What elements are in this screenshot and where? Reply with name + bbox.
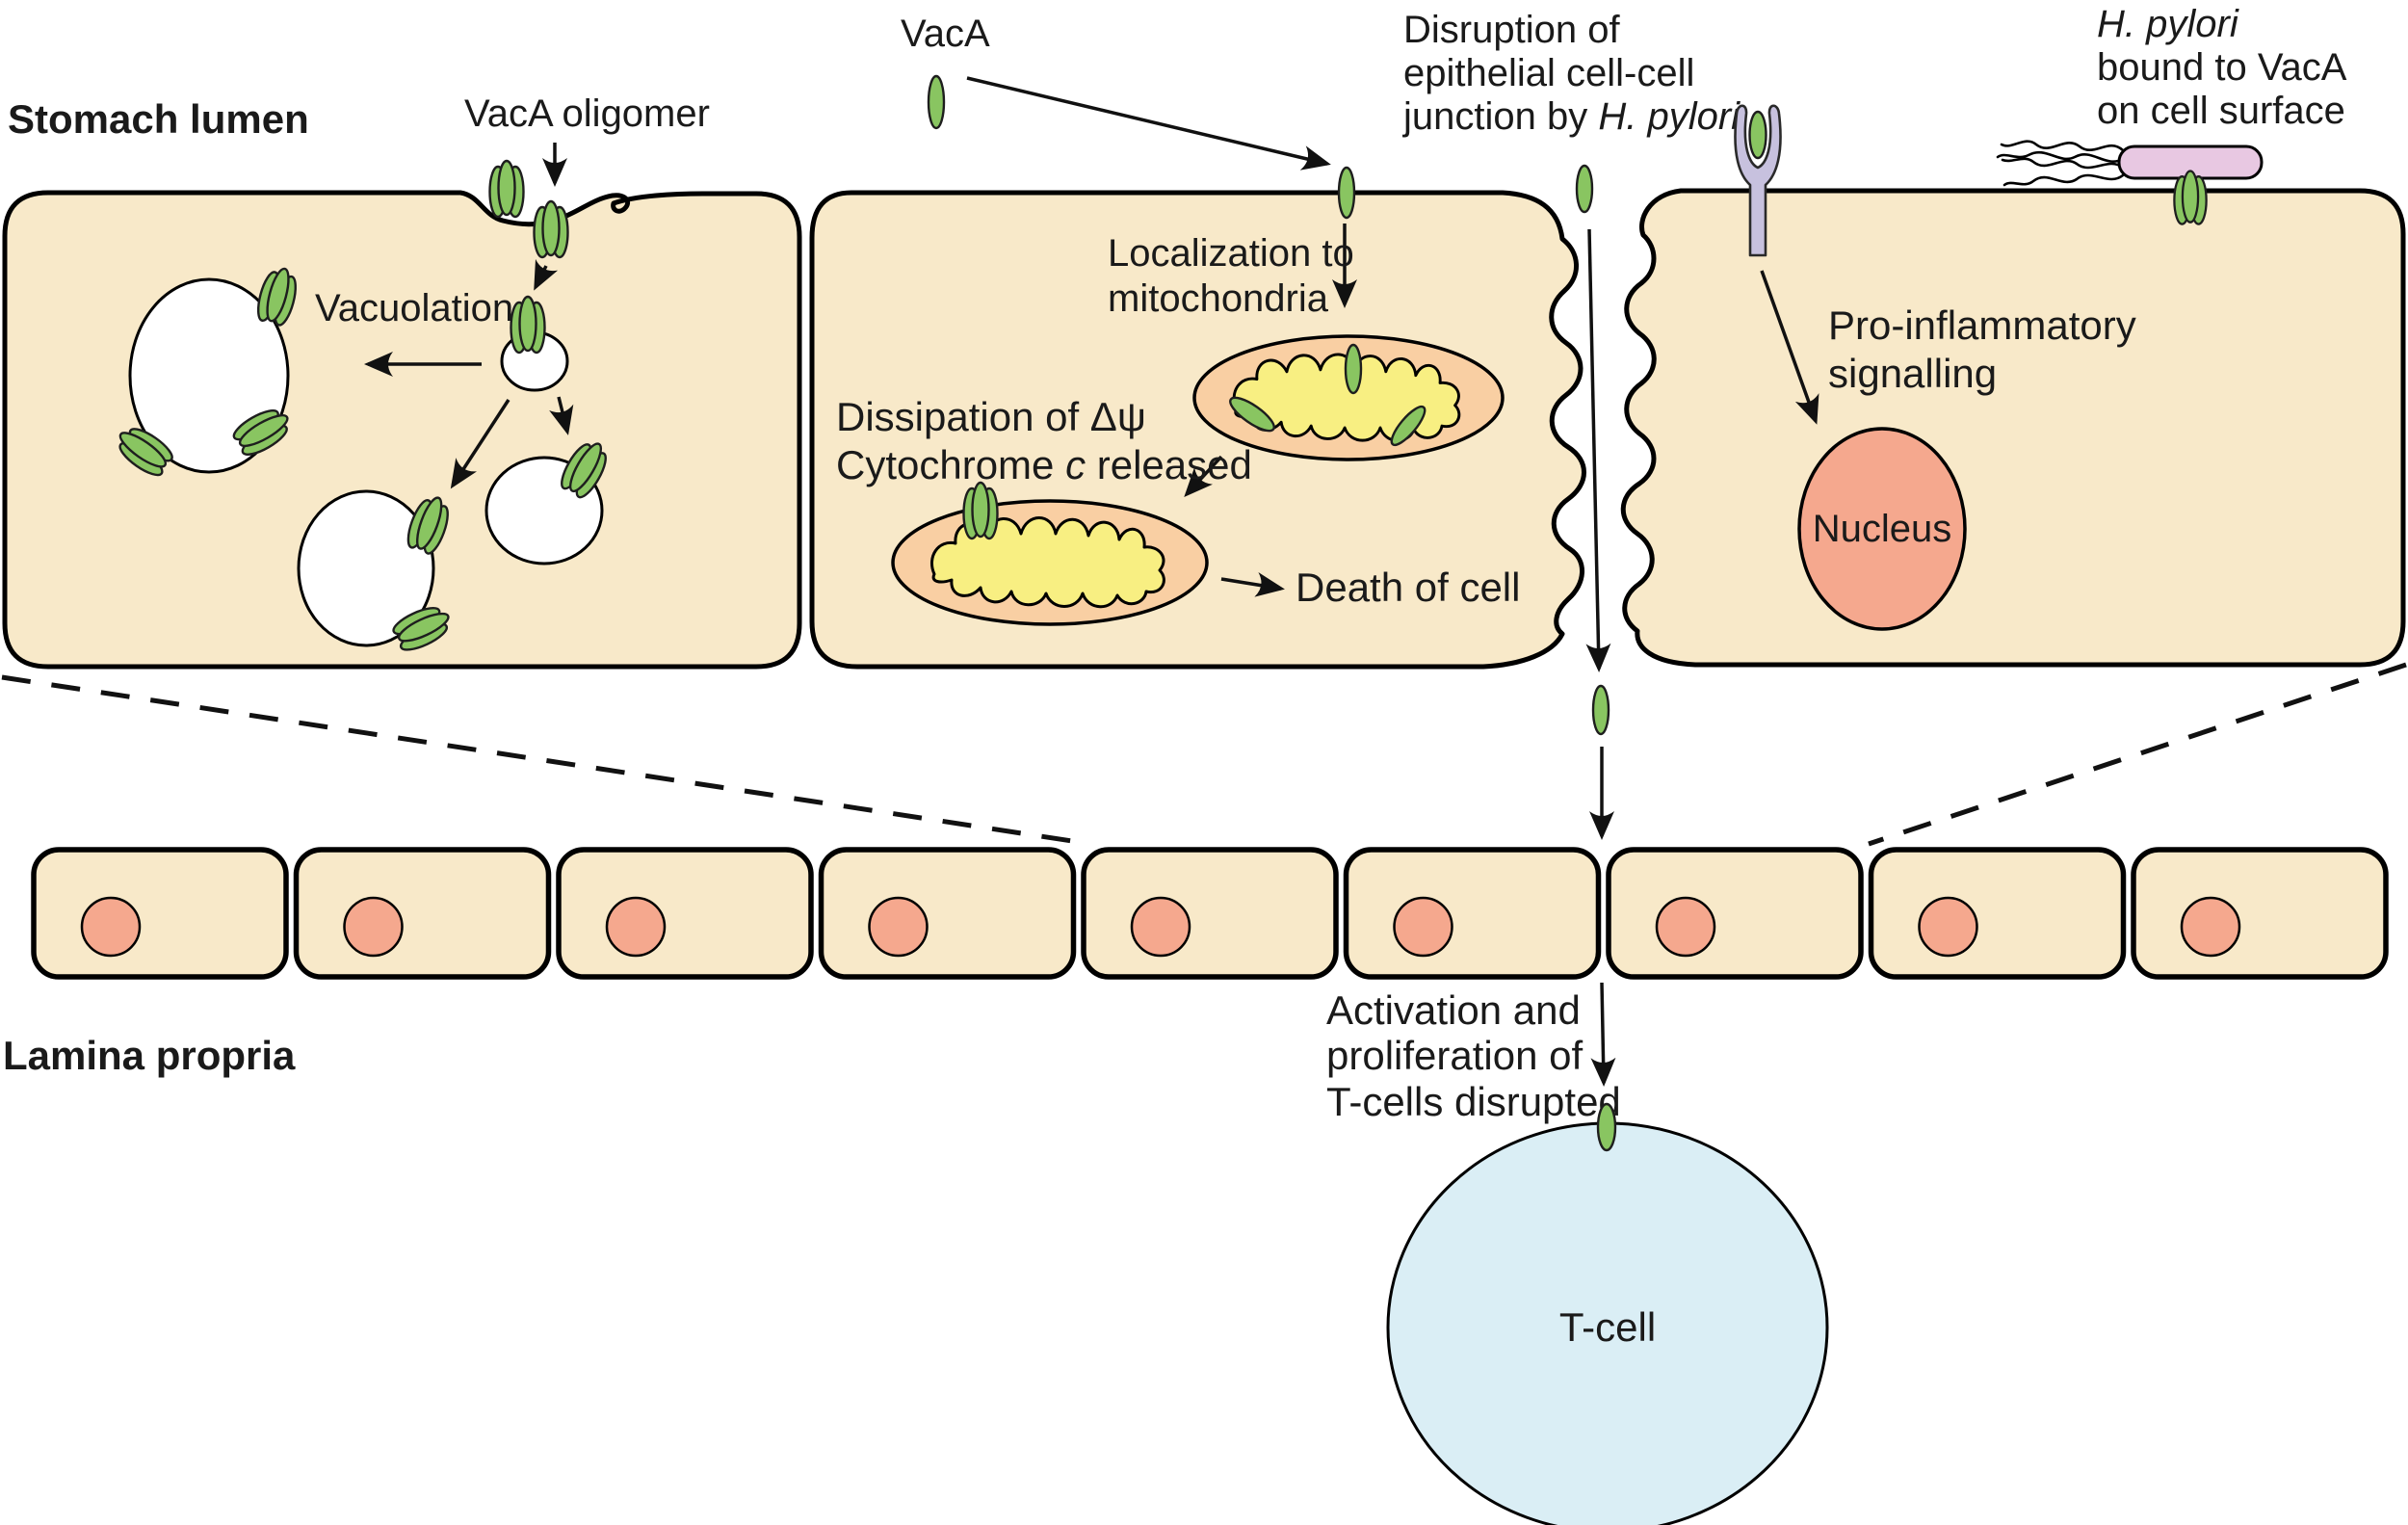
vaca-oligomer-under-bacterium	[2173, 170, 2208, 225]
epithelial-cell-body	[1606, 847, 1864, 980]
vaca-oligomer-label: VacA oligomer	[464, 92, 710, 135]
arrow-vaca-to-membrane	[966, 76, 1331, 171]
arrow-small-to-right-vacuole	[549, 396, 574, 435]
vaca-in-mitochondrion-3	[1390, 405, 1426, 447]
epithelial-cell-body	[556, 847, 814, 980]
epithelial-cell	[1868, 847, 2127, 980]
nucleus-label: Nucleus	[1813, 508, 1952, 550]
mitochondria-cell: Localization to mitochondria Dissipation…	[809, 166, 1586, 670]
vaca-receptor	[1734, 104, 1782, 257]
vaca-on-t-cell	[1596, 1102, 1617, 1152]
proinflammatory-label-line2: signalling	[1828, 351, 1997, 396]
vacuolation-label: Vacuolation	[315, 287, 513, 329]
epithelial-cell-body	[2131, 847, 2389, 980]
epithelial-cell-body	[1868, 847, 2127, 980]
epithelial-cell	[556, 847, 814, 980]
epithelial-cell	[1081, 847, 1339, 980]
flagellum-4	[2002, 173, 2125, 187]
arrow-through-junction	[1585, 228, 1611, 672]
localization-label-line1: Localization to	[1108, 232, 1354, 275]
free-vaca-group: VacA	[901, 13, 1331, 171]
cell-nucleus	[343, 896, 404, 958]
disruption-label-line1: Disruption of	[1403, 9, 1620, 51]
arrow-small-to-medium-vacuole	[450, 399, 510, 489]
dissipation-label: Dissipation of Δψ	[836, 394, 1146, 439]
death-of-cell-label: Death of cell	[1296, 565, 1520, 610]
disruption-label-line2: epithelial cell-cell	[1403, 52, 1694, 94]
vacuolation-cell: VacA oligomer Vacuolation	[2, 92, 802, 670]
epithelial-cell	[1343, 847, 1602, 980]
cell-nucleus	[2180, 896, 2241, 958]
vaca-entering-junction	[1575, 164, 1594, 214]
vaca-below-epithelium	[1591, 684, 1610, 736]
hp-bound-label-line2: bound to VacA	[2097, 46, 2347, 89]
cell-nucleus	[1393, 896, 1453, 958]
cell-nucleus	[605, 896, 667, 958]
flagellum-3	[2001, 157, 2125, 170]
magnification-dash-right	[1868, 662, 2407, 847]
t-cell-section: Activation and proliferation of T-cells …	[1326, 982, 1829, 1525]
vaca-oligomer-in-notch	[533, 199, 569, 259]
flagellum-2	[1996, 150, 2125, 163]
epithelial-cell	[1606, 847, 1864, 980]
medium-vacuole	[297, 489, 435, 647]
epithelial-cell-body	[31, 847, 289, 980]
cell-nucleus	[1655, 896, 1716, 958]
epithelial-cell-body	[1081, 847, 1339, 980]
epithelial-cell-body	[818, 847, 1077, 980]
stomach-lumen-label: Stomach lumen	[8, 96, 309, 142]
lamina-propria-label: Lamina propria	[3, 1033, 296, 1078]
free-vaca-toxin	[927, 74, 946, 130]
epithelial-cell-body	[293, 847, 552, 980]
disrupted-junction: Disruption of epithelial cell-cell junct…	[1402, 9, 1741, 840]
cell-nucleus	[1918, 896, 1978, 958]
proinflammatory-label-line1: Pro-inflammatory	[1828, 302, 2136, 348]
arrow-receptor-to-nucleus	[1760, 270, 1819, 425]
hp-bound-label-line3: on cell surface	[2097, 90, 2345, 132]
t-cell-label: T-cell	[1559, 1304, 1656, 1350]
flagellum-1	[2000, 140, 2125, 152]
vaca-in-mitochondrion-2	[1229, 396, 1275, 433]
proinflammatory-cell-membrane	[1620, 188, 2406, 668]
magnification-dash-left	[1, 674, 1073, 844]
hp-bound-label-line1: H. pylori	[2097, 3, 2239, 45]
h-pylori-group: H. pylori bound to VacA on cell surface	[1996, 3, 2347, 225]
activation-label-line2: proliferation of	[1326, 1033, 1583, 1078]
arrow-dissipation-to-mitochondrion	[1184, 455, 1223, 497]
mitochondrion-lower	[891, 499, 1209, 626]
cell-nucleus	[868, 896, 929, 958]
epithelial-cell	[31, 847, 289, 980]
cell-nucleus	[80, 896, 142, 958]
epithelial-cell	[293, 847, 552, 980]
epithelial-cell	[818, 847, 1077, 980]
vaca-label: VacA	[901, 13, 990, 55]
cell-nucleus	[1130, 896, 1191, 958]
disruption-label-line3: junction by H. pylori	[1402, 95, 1741, 138]
epithelial-cell	[2131, 847, 2389, 980]
vaca-in-mitochondrion-1	[1344, 343, 1363, 395]
localization-label-line2: mitochondria	[1108, 277, 1329, 320]
proinflammatory-cell: Nucleus Pro-inflammatory signalling	[1620, 104, 2406, 668]
activation-label-line3: T-cells disrupted	[1326, 1079, 1621, 1124]
arrow-to-death-of-cell	[1220, 572, 1285, 597]
arrow-to-t-cell	[1590, 982, 1616, 1087]
vaca-oligomer-on-small-vacuole	[510, 295, 546, 355]
vaca-oligomer-on-mitochondrion	[962, 481, 999, 540]
vaca-oligomer-at-membrane	[488, 159, 525, 219]
arrow-notch-to-small-vacuole	[534, 258, 559, 291]
cytochrome-label: Cytochrome c released	[836, 442, 1252, 487]
vaca-at-cell-membrane	[1337, 166, 1356, 220]
vaca-in-receptor	[1748, 110, 1767, 160]
epithelial-cell-row	[31, 847, 2389, 980]
nucleus	[1797, 427, 1967, 631]
epithelial-cell-body	[1343, 847, 1602, 980]
activation-label-line1: Activation and	[1326, 987, 1581, 1033]
